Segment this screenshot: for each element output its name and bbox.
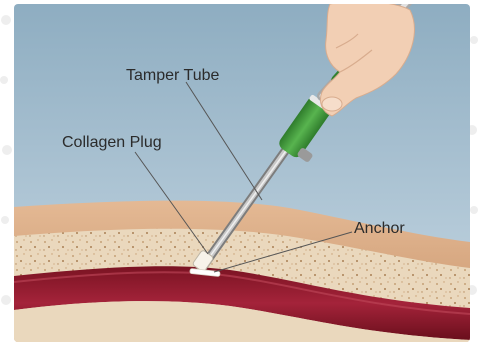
label-collagen-plug: Collagen Plug: [62, 134, 162, 151]
fingertip: [322, 97, 342, 111]
label-tamper-tube: Tamper Tube: [126, 67, 219, 84]
label-anchor: Anchor: [354, 220, 405, 237]
